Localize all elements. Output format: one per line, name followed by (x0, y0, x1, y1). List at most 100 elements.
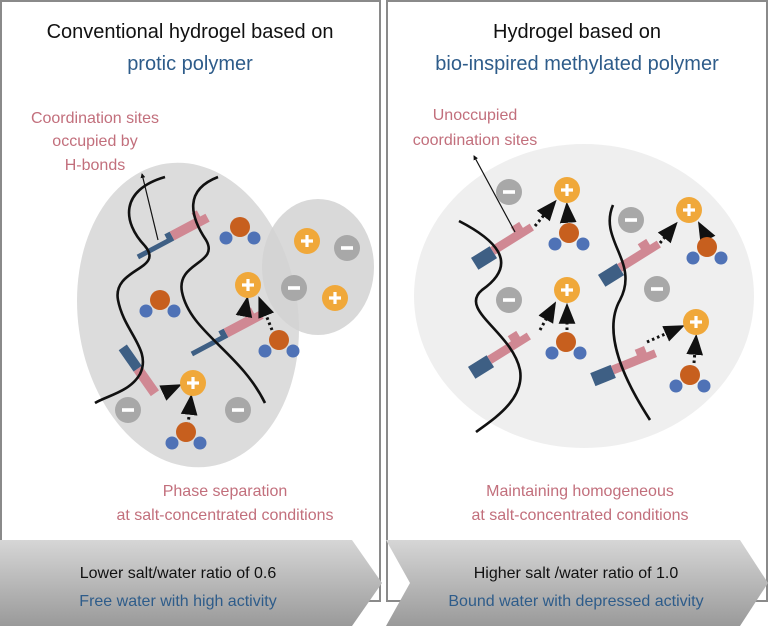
left-banner-line1: Lower salt/water ratio of 0.6 (80, 565, 277, 582)
homogeneous-phase-circle (414, 144, 754, 448)
ligand-site (617, 238, 661, 272)
right-caption-line: Maintaining homogeneous (486, 483, 674, 500)
plus-sign (329, 292, 341, 304)
plus-cation-icon (180, 370, 206, 396)
plus-sign (301, 235, 313, 247)
left-banner-arrow (0, 540, 382, 626)
oxygen-atom (176, 422, 196, 442)
coordination-arrow (646, 325, 685, 344)
ligand-site (169, 210, 210, 241)
coordination-arrow (698, 221, 716, 244)
right-banner-arrow (386, 540, 768, 626)
right-title: Hydrogel based on (493, 21, 661, 43)
hydrogen-atom (545, 346, 559, 360)
left-annotation-line: occupied by (52, 133, 137, 150)
water-molecule-icon (545, 332, 587, 360)
polymer-chain (180, 175, 267, 404)
water-molecule-icon (669, 365, 711, 393)
ligand-site (190, 328, 229, 357)
plus-sign (187, 377, 199, 389)
plus-cation-icon (676, 197, 702, 223)
plus-cation-icon (554, 177, 580, 203)
plus-cation-icon (322, 285, 348, 311)
oxygen-atom (680, 365, 700, 385)
minus-anion-icon (644, 276, 670, 302)
oxygen-atom (697, 237, 717, 257)
oxygen-atom (230, 217, 250, 237)
left-caption-line: Phase separation (163, 483, 288, 500)
plus-cation-icon (554, 277, 580, 303)
left-caption-line: at salt-concentrated conditions (116, 507, 333, 524)
left-title: Conventional hydrogel based on (47, 21, 334, 43)
coordination-arrow (686, 333, 704, 364)
methyl-group (467, 355, 495, 379)
minus-anion-icon (496, 179, 522, 205)
ligand-site (136, 231, 175, 260)
hydrogen-atom (139, 304, 153, 318)
minus-anion-icon (225, 397, 251, 423)
annotation-arrow (140, 173, 159, 241)
methyl-group (590, 364, 616, 387)
hydrogen-atom (258, 344, 272, 358)
oxygen-atom (269, 330, 289, 350)
annotation-arrow (473, 155, 516, 233)
water-molecule-icon (139, 290, 181, 318)
ligand-site (490, 221, 534, 255)
methyl-group (470, 246, 498, 270)
left-banner-line2: Free water with high activity (79, 593, 276, 610)
polymer-chain (608, 204, 652, 421)
salt-phase-ellipse (262, 199, 374, 335)
coordination-ligand (470, 221, 534, 270)
hydrogen-atom (193, 436, 207, 450)
plus-sign (690, 316, 702, 328)
coordination-arrow (538, 301, 557, 331)
right-subtitle: bio-inspired methylated polymer (435, 53, 719, 75)
hydrogen-atom (219, 231, 233, 245)
minus-anion-icon (618, 207, 644, 233)
hydrogen-atom (167, 304, 181, 318)
h-bonded-ligand-pair (190, 307, 264, 357)
plus-sign (683, 204, 695, 216)
coordination-ligand (597, 238, 661, 287)
hydrogen-atom (548, 237, 562, 251)
right-banner-line1: Higher salt /water ratio of 1.0 (474, 565, 679, 582)
plus-sign (242, 279, 254, 291)
right-annotation-line: coordination sites (413, 132, 538, 149)
minus-anion-icon (334, 235, 360, 261)
hydrogen-atom (669, 379, 683, 393)
plus-cation-icon (683, 309, 709, 335)
coordination-arrow (180, 393, 198, 426)
water-molecule-icon (548, 223, 590, 251)
minus-anion-icon (496, 287, 522, 313)
water-molecule-icon (258, 330, 300, 358)
ligand-site (118, 344, 142, 372)
hydrogen-atom (165, 436, 179, 450)
oxygen-atom (556, 332, 576, 352)
right-banner-line2: Bound water with depressed activity (448, 593, 703, 610)
oxygen-atom (559, 223, 579, 243)
hydrogen-atom (714, 251, 728, 265)
polymer-chain (458, 219, 522, 434)
plus-cation-icon (235, 272, 261, 298)
water-molecule-icon (219, 217, 261, 245)
coordination-arrow (657, 221, 678, 244)
water-molecule-icon (686, 237, 728, 265)
left-annotation-line: Coordination sites (31, 110, 159, 127)
hydrogen-atom (686, 251, 700, 265)
coordination-arrow (559, 201, 577, 224)
h-bonded-ligand-pair (136, 210, 210, 260)
polymer-chain (94, 175, 166, 405)
right-caption-line: at salt-concentrated conditions (471, 507, 688, 524)
oxygen-atom (150, 290, 170, 310)
hydrogen-atom (247, 231, 261, 245)
methyl-group (597, 263, 625, 287)
hydrogen-atom (286, 344, 300, 358)
minus-anion-icon (115, 397, 141, 423)
plus-sign (561, 184, 573, 196)
left-annotation-line: H-bonds (65, 157, 125, 174)
hydrogen-atom (576, 237, 590, 251)
hydrogen-atom (697, 379, 711, 393)
hydrogen-atom (573, 346, 587, 360)
plus-cation-icon (294, 228, 320, 254)
